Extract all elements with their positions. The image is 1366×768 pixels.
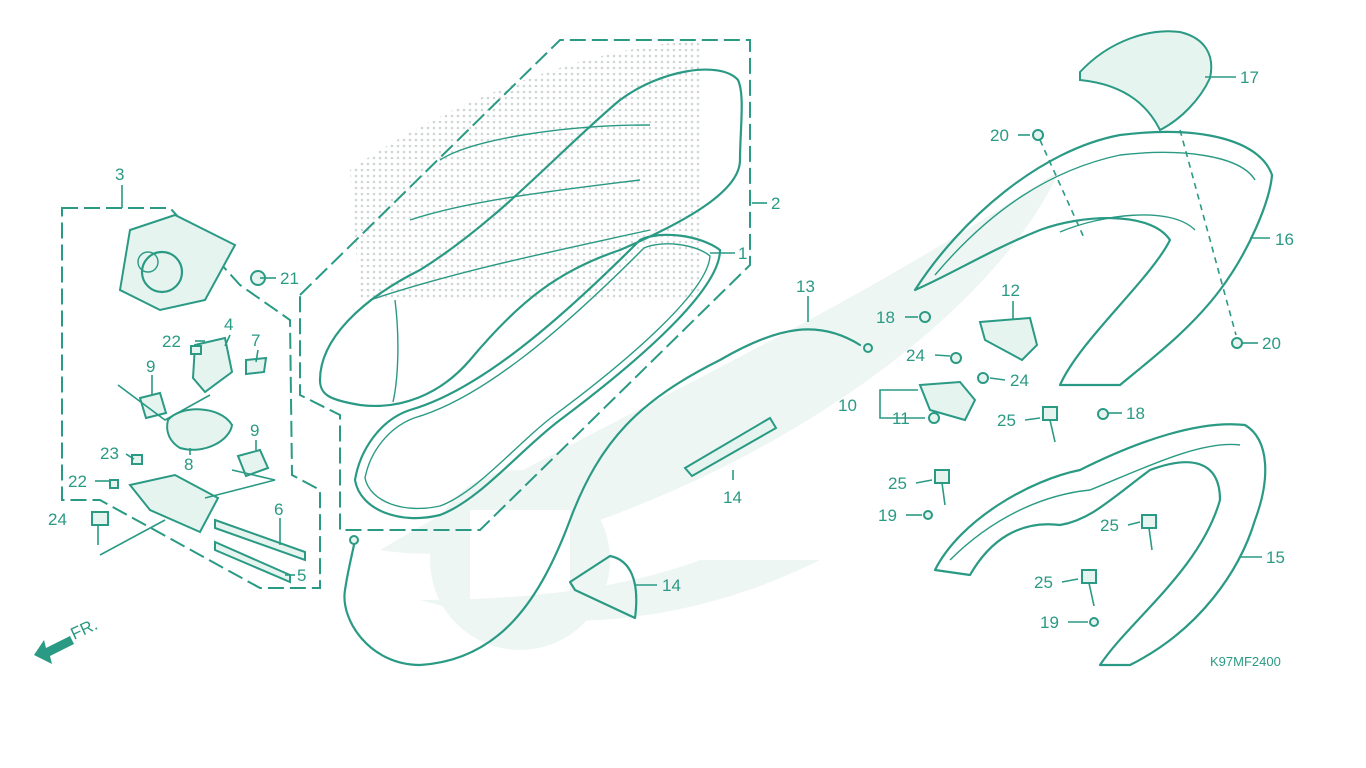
dashed-alignment-line bbox=[1039, 129, 1237, 336]
fasteners bbox=[919, 129, 1243, 627]
callout-4: 4 bbox=[224, 315, 233, 334]
front-arrow-icon bbox=[34, 636, 74, 664]
callout-9a: 9 bbox=[146, 357, 155, 376]
callout-24c: 24 bbox=[1010, 371, 1029, 390]
seat-hinge-assembly bbox=[61, 207, 321, 589]
callout-16: 16 bbox=[1275, 230, 1294, 249]
callout-11: 11 bbox=[892, 409, 910, 428]
callout-6: 6 bbox=[274, 500, 283, 519]
callout-25c: 25 bbox=[1100, 516, 1119, 535]
callout-10: 10 bbox=[838, 396, 857, 415]
callout-13: 13 bbox=[796, 277, 815, 296]
callout-24b: 24 bbox=[906, 346, 925, 365]
callout-1: 1 bbox=[738, 244, 747, 263]
seat-opener-cable bbox=[343, 328, 873, 667]
leader-lines bbox=[95, 76, 1270, 623]
callout-2: 2 bbox=[771, 194, 780, 213]
callout-8: 8 bbox=[184, 455, 193, 474]
front-label: FR. bbox=[68, 615, 101, 644]
callout-19a: 19 bbox=[878, 506, 897, 525]
grab-rail bbox=[933, 423, 1267, 667]
callout-14a: 14 bbox=[723, 488, 742, 507]
callout-24a: 24 bbox=[48, 510, 67, 529]
callout-25b: 25 bbox=[888, 474, 907, 493]
callout-25a: 25 bbox=[997, 411, 1016, 430]
callout-22a: 22 bbox=[162, 332, 181, 351]
callout-21: 21 bbox=[280, 269, 299, 288]
callout-12: 12 bbox=[1001, 281, 1020, 300]
seat-seal bbox=[353, 233, 722, 520]
callout-14b: 14 bbox=[662, 576, 681, 595]
callout-20b: 20 bbox=[1262, 334, 1281, 353]
callout-17: 17 bbox=[1240, 68, 1259, 87]
latch-bracket bbox=[978, 316, 1039, 362]
seat bbox=[299, 39, 751, 531]
seat-latch bbox=[918, 380, 977, 422]
callout-19b: 19 bbox=[1040, 613, 1059, 632]
seat-texture bbox=[350, 40, 700, 300]
rear-pad bbox=[1079, 30, 1213, 132]
callout-22b: 22 bbox=[68, 472, 87, 491]
callouts: 1 2 3 4 5 6 7 8 9 9 10 11 12 13 14 14 15… bbox=[48, 68, 1294, 632]
callout-7: 7 bbox=[251, 331, 260, 350]
callout-23: 23 bbox=[100, 444, 119, 463]
seat-strip bbox=[683, 416, 778, 478]
callout-5: 5 bbox=[297, 566, 306, 585]
callout-20a: 20 bbox=[990, 126, 1009, 145]
seat-strip-lower bbox=[568, 554, 638, 620]
callout-3: 3 bbox=[115, 165, 124, 184]
diagram-code: K97MF2400 bbox=[1210, 654, 1281, 669]
rear-cover bbox=[913, 130, 1274, 387]
callout-18b: 18 bbox=[1126, 404, 1145, 423]
callout-15: 15 bbox=[1266, 548, 1285, 567]
callout-25d: 25 bbox=[1034, 573, 1053, 592]
callout-9b: 9 bbox=[250, 421, 259, 440]
callout-18a: 18 bbox=[876, 308, 895, 327]
